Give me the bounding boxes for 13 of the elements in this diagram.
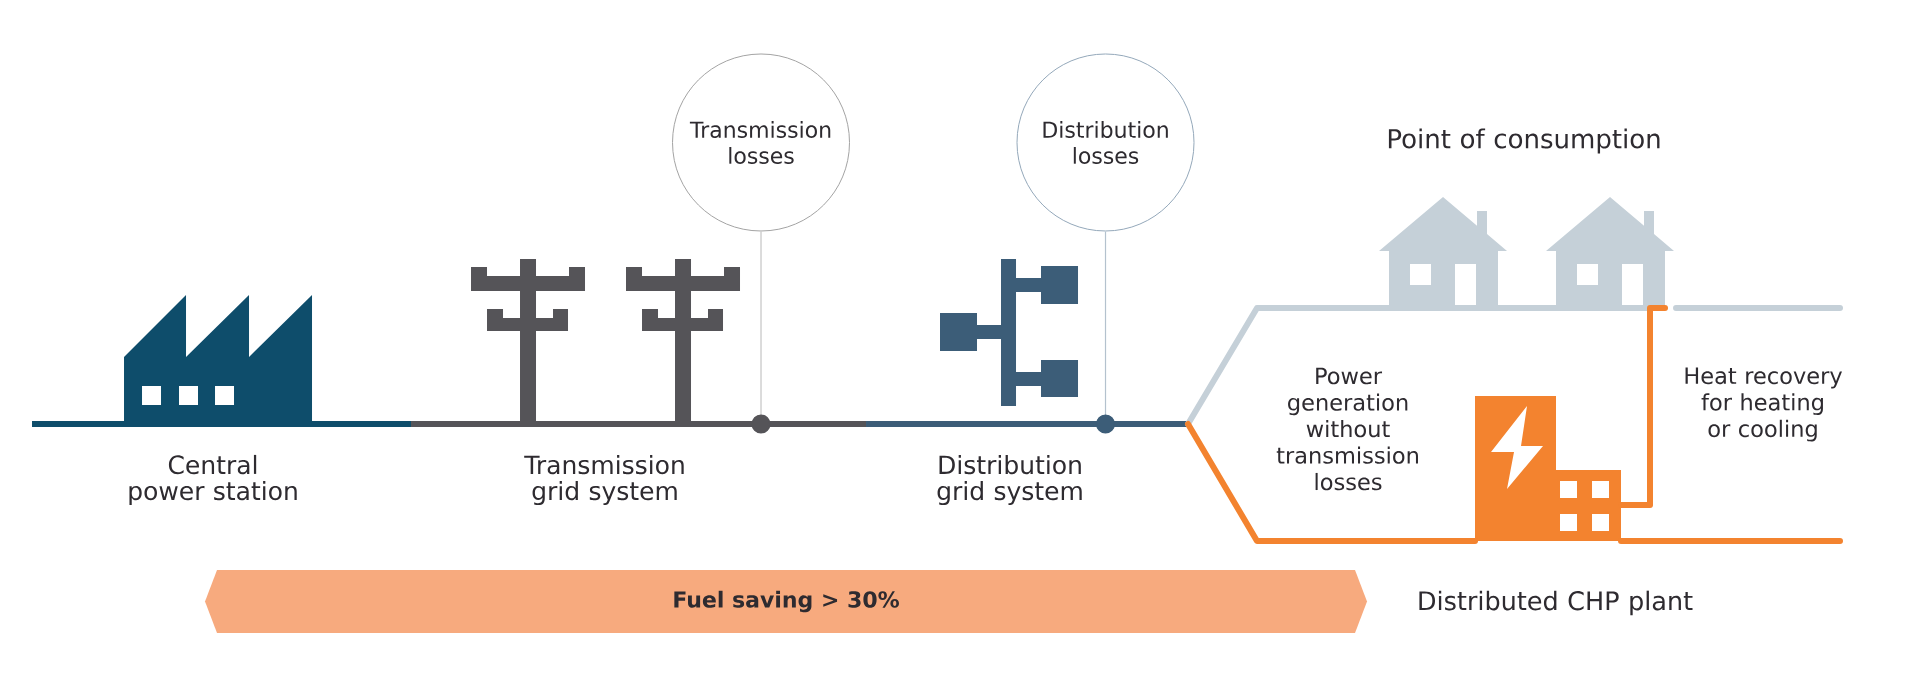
heat-line	[1618, 305, 1668, 508]
node-label: Distributed CHP plant	[1419, 590, 1693, 616]
leader-line	[751, 230, 771, 434]
power-line	[1185, 305, 1382, 427]
power-line	[1185, 421, 1478, 544]
note-text: Power generation without transmission losses	[1276, 367, 1418, 491]
node-label: Transmission grid system	[524, 454, 684, 506]
node-label: Central power station	[129, 454, 297, 506]
note-text: Heat recovery for heating or cooling	[1685, 367, 1842, 442]
node-label: Distribution grid system	[937, 454, 1082, 506]
leader-line	[1096, 230, 1115, 434]
double-arrow-band: Fuel saving > 30%	[205, 570, 1367, 633]
node-label: Point of consumption	[1388, 128, 1660, 154]
